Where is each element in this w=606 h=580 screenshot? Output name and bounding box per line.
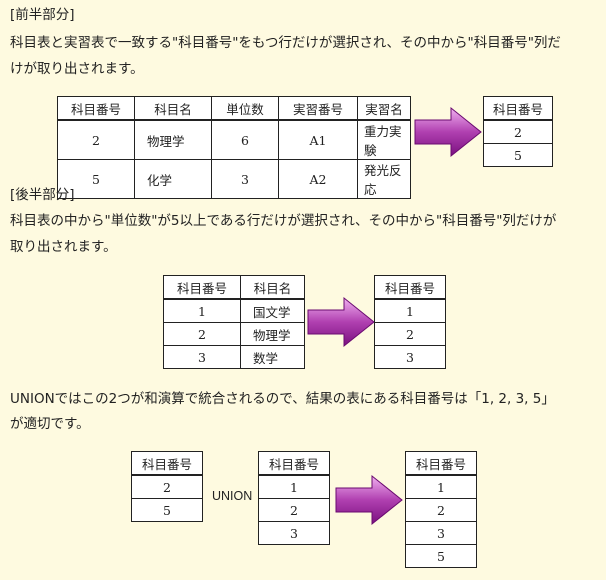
- table-row: 3 数学: [163, 345, 305, 369]
- table-row: 2 物理学 6 A1 重力実験: [57, 119, 411, 160]
- join-table: 科目番号 科目名 単位数 実習番号 実習名 2 物理学 6 A1 重力実験 5 …: [57, 96, 411, 199]
- column-header: 科目番号: [405, 451, 477, 476]
- table-row: 3: [405, 521, 477, 545]
- table-cell: 5: [405, 544, 477, 568]
- table-row: 5: [131, 498, 203, 522]
- union-result-table: 科目番号 1 2 3 5: [405, 451, 477, 568]
- table-cell: 3: [211, 159, 279, 199]
- table-cell: A2: [278, 159, 358, 199]
- part1-text-line2: けが取り出されます。: [10, 61, 144, 77]
- column-header: 科目名: [240, 275, 305, 300]
- part1-heading: [前半部分]: [10, 7, 75, 23]
- table-cell: 数学: [240, 345, 305, 369]
- column-header: 科目番号: [258, 451, 330, 476]
- column-header: 科目番号: [374, 275, 446, 300]
- result-table-1: 科目番号 2 5: [483, 96, 553, 167]
- table-cell: 3: [163, 345, 241, 369]
- column-header: 実習名: [357, 96, 411, 121]
- table-cell: 3: [374, 345, 446, 369]
- table-cell: 2: [258, 498, 330, 522]
- table-cell: 1: [374, 298, 446, 323]
- table-cell: 2: [374, 322, 446, 346]
- table-row: 5: [405, 544, 477, 568]
- table-cell: 2: [483, 119, 553, 144]
- union-right-table: 科目番号 1 2 3: [258, 451, 330, 545]
- table-cell: 発光反応: [357, 159, 411, 199]
- conclusion-text-line1: UNIONではこの2つが和演算で統合されるので、結果の表にある科目番号は「1, …: [10, 391, 555, 407]
- table-cell: 2: [57, 119, 135, 160]
- table-row: 2: [405, 498, 477, 522]
- table-header-row: 科目番号 科目名 単位数 実習番号 実習名: [57, 96, 411, 121]
- table-cell: 重力実験: [357, 119, 411, 160]
- table-row: 1 国文学: [163, 298, 305, 323]
- table-row: 3: [374, 345, 446, 369]
- table-cell: 化学: [134, 159, 212, 199]
- table-cell: 5: [483, 143, 553, 167]
- part2-heading: [後半部分]: [10, 187, 75, 203]
- column-header: 単位数: [211, 96, 279, 121]
- table-cell: 2: [405, 498, 477, 522]
- table-row: 2: [374, 322, 446, 346]
- right-arrow-icon: [414, 106, 482, 158]
- part2-text-line1: 科目表の中から"単位数"が5以上である行だけが選択され、その中から"科目番号"列…: [10, 213, 557, 229]
- part2-text-line2: 取り出されます。: [10, 239, 117, 255]
- table-row: 2: [131, 474, 203, 499]
- table-row: 5: [483, 143, 553, 167]
- table-cell: 2: [131, 474, 203, 499]
- table-cell: 国文学: [240, 298, 305, 323]
- column-header: 科目番号: [163, 275, 241, 300]
- table-row: 2 物理学: [163, 322, 305, 346]
- union-left-table: 科目番号 2 5: [131, 451, 203, 522]
- table-row: 2: [483, 119, 553, 144]
- column-header: 科目番号: [131, 451, 203, 476]
- table-cell: 2: [163, 322, 241, 346]
- right-arrow-icon: [335, 474, 403, 526]
- table-cell: 物理学: [240, 322, 305, 346]
- table-cell: 3: [258, 521, 330, 545]
- right-arrow-icon: [307, 296, 375, 348]
- table-row: 1: [405, 474, 477, 499]
- table-row: 2: [258, 498, 330, 522]
- table-cell: 1: [163, 298, 241, 323]
- table-row: 3: [258, 521, 330, 545]
- table-cell: 5: [131, 498, 203, 522]
- union-operator-label: UNION: [212, 489, 253, 503]
- table-cell: 1: [405, 474, 477, 499]
- column-header: 実習番号: [278, 96, 358, 121]
- table-cell: 物理学: [134, 119, 212, 160]
- table-row: 1: [258, 474, 330, 499]
- table-cell: 5: [57, 159, 135, 199]
- part1-text-line1: 科目表と実習表で一致する"科目番号"をもつ行だけが選択され、その中から"科目番号…: [10, 35, 561, 51]
- table-cell: A1: [278, 119, 358, 160]
- table-cell: 3: [405, 521, 477, 545]
- table-row: 5 化学 3 A2 発光反応: [57, 159, 411, 199]
- selection-table: 科目番号 科目名 1 国文学 2 物理学 3 数学: [163, 275, 305, 369]
- conclusion-text-line2: が適切です。: [10, 416, 90, 432]
- column-header: 科目番号: [57, 96, 135, 121]
- column-header: 科目名: [134, 96, 212, 121]
- table-row: 1: [374, 298, 446, 323]
- result-table-2: 科目番号 1 2 3: [374, 275, 446, 369]
- table-cell: 6: [211, 119, 279, 160]
- column-header: 科目番号: [483, 96, 553, 121]
- table-cell: 1: [258, 474, 330, 499]
